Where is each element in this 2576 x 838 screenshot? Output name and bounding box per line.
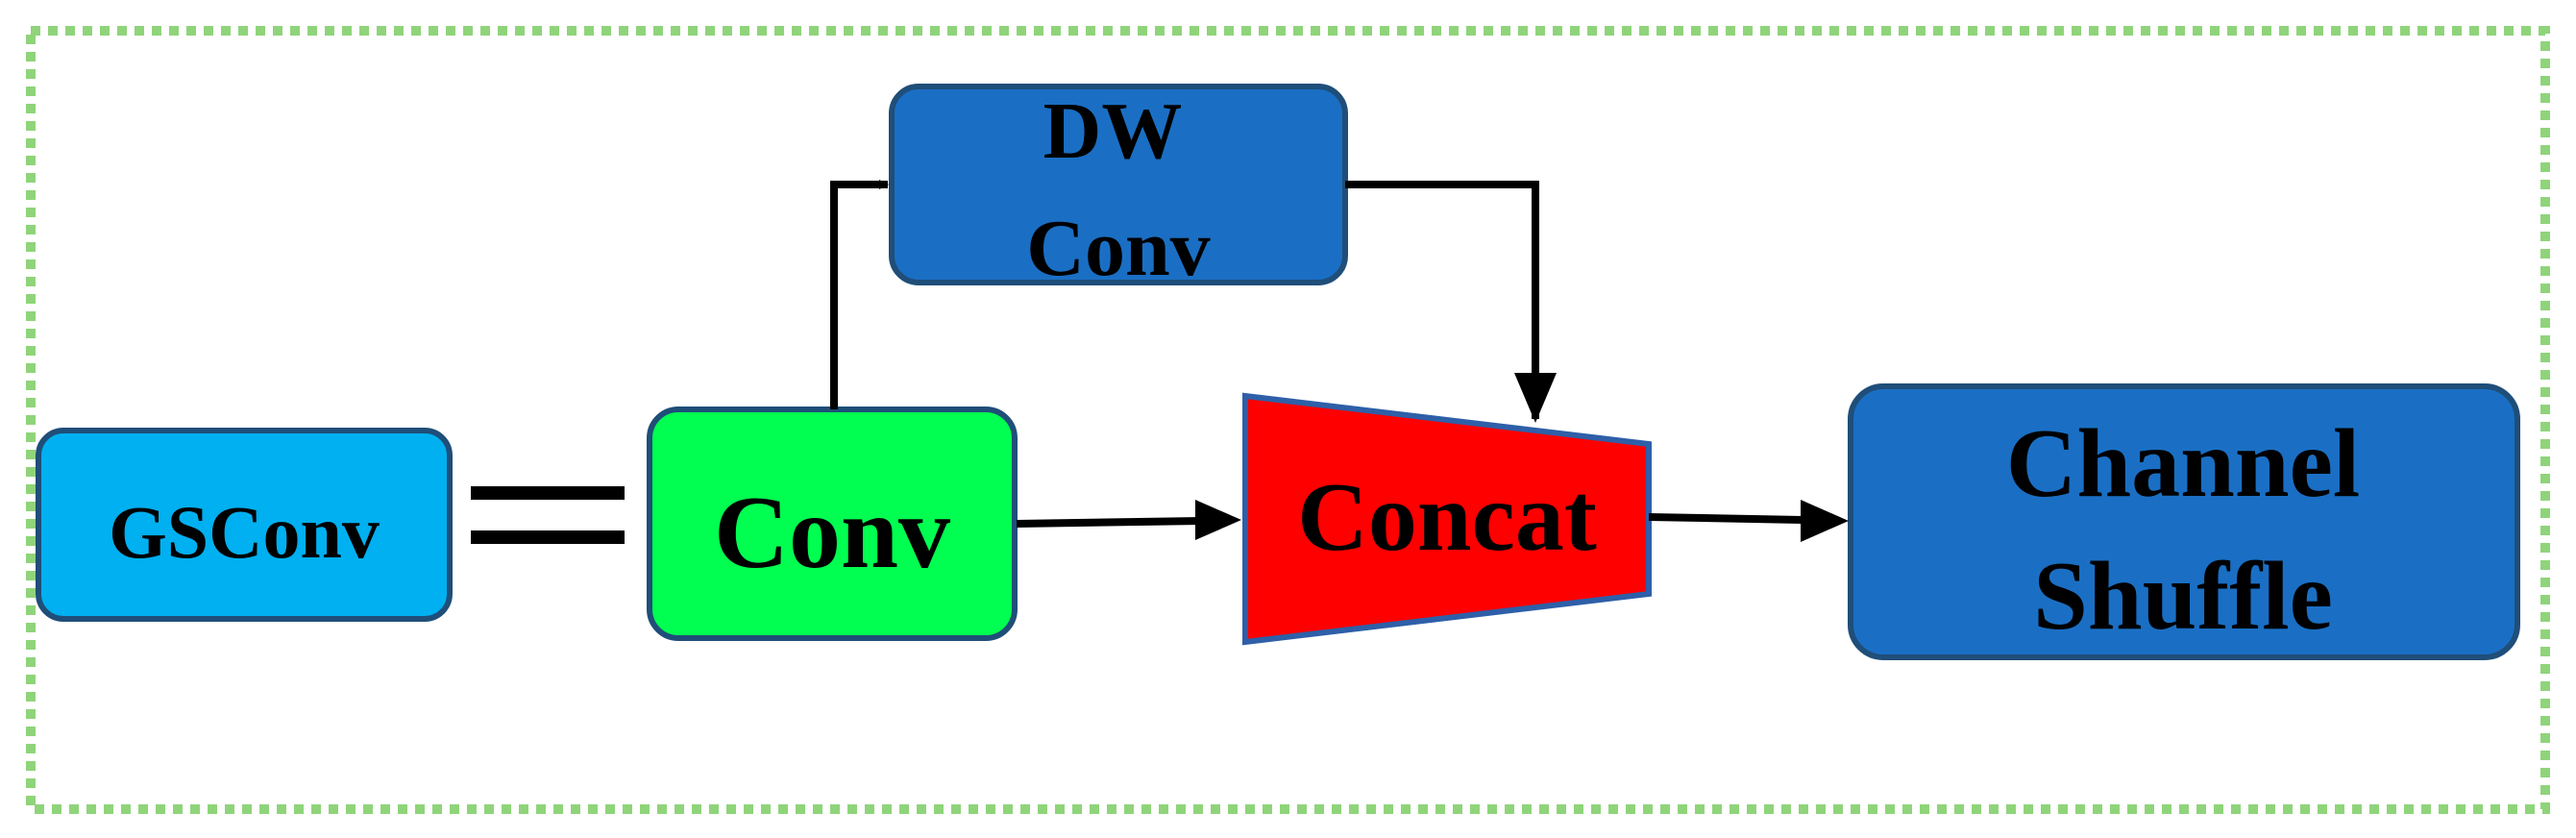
gsconv-label: GSConv: [109, 490, 380, 574]
dwconv-block: DW Conv: [889, 84, 1348, 293]
channel-shuffle-block: Channel Shuffle: [1848, 383, 2520, 660]
dwconv-label-line2: Conv: [1026, 204, 1210, 293]
equals-bar-top: [471, 486, 625, 500]
channel-shuffle-label-line2: Shuffle: [2033, 542, 2333, 651]
channel-shuffle-label-line1: Channel: [2006, 409, 2360, 518]
conv-block: Conv: [647, 407, 1018, 641]
arrowhead-conv-to-concat: [1195, 500, 1241, 540]
dwconv-label-line1: DW: [1043, 86, 1183, 176]
arrow-concat-to-shuffle: [1648, 513, 1803, 524]
concat-block: Concat: [1242, 392, 1652, 646]
arrow-dwconv-to-concat: [1345, 181, 1539, 419]
conv-label: Conv: [714, 476, 950, 590]
arrow-conv-to-concat: [1016, 517, 1202, 528]
arrowhead-concat-to-shuffle: [1801, 500, 1849, 542]
equals-bar-bottom: [471, 530, 625, 544]
arrowhead-dwconv-to-concat: [1514, 373, 1557, 423]
gsconv-box: [36, 428, 453, 622]
concat-shape: [1242, 392, 1652, 646]
concat-label: Concat: [1297, 463, 1597, 572]
module-border: [26, 26, 2550, 814]
arrow-conv-to-dwconv: [830, 180, 889, 409]
equals-sign: [471, 486, 625, 544]
channel-shuffle-box: [1848, 383, 2520, 660]
gsconv-block: GSConv: [36, 428, 453, 622]
